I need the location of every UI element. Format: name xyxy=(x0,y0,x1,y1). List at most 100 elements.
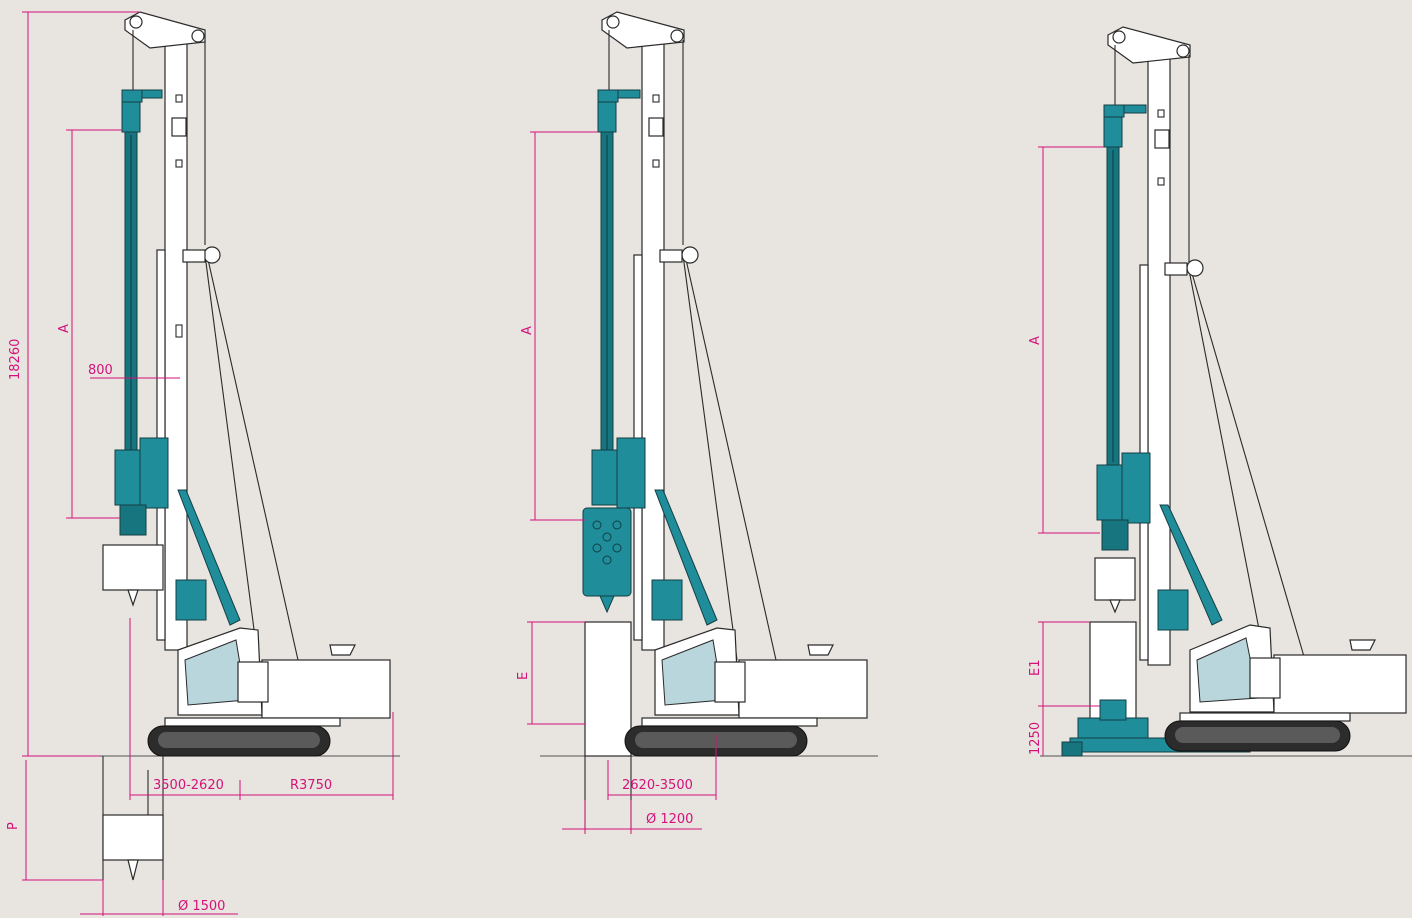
drilling-bucket xyxy=(1094,557,1136,601)
mast-stay xyxy=(684,254,777,661)
crown-block xyxy=(1107,26,1191,64)
crown-block xyxy=(601,11,685,49)
barrel-hole xyxy=(602,555,612,565)
upper-body xyxy=(738,659,868,719)
track-frame xyxy=(164,717,341,727)
oscillator xyxy=(1077,717,1149,739)
mast-hole xyxy=(175,94,183,103)
core-barrel xyxy=(582,507,632,597)
barrel-hole xyxy=(612,543,622,553)
mast-hole xyxy=(1157,177,1165,186)
kelly-spring xyxy=(119,504,147,536)
arm-joint xyxy=(651,579,683,621)
kelly-swivel xyxy=(141,89,163,99)
kelly-swivel xyxy=(617,89,641,99)
exhaust-cap xyxy=(329,644,356,656)
mast-cylinder xyxy=(654,489,718,626)
engine-hood xyxy=(237,661,269,703)
track-frame xyxy=(641,717,818,727)
barrel-hole xyxy=(592,543,602,553)
rig-left: 18260 A 800 3500-2620 R3750 P Ø 1500 xyxy=(6,11,400,916)
rotary-carriage xyxy=(1121,452,1151,524)
label-working-radius: 2620-3500 xyxy=(622,778,693,793)
bucket-tip xyxy=(127,589,139,607)
rig-middle: A E 2620-3500 Ø 1200 xyxy=(516,11,878,834)
mast-guide xyxy=(171,117,187,137)
label-diameter: Ø 1500 xyxy=(178,899,225,914)
label-stroke: A xyxy=(520,326,535,335)
label-depth: P xyxy=(6,822,21,830)
bucket-tip xyxy=(1109,599,1121,614)
casing xyxy=(584,621,632,757)
mast-guide xyxy=(1154,129,1170,149)
kelly-swivel xyxy=(1123,104,1147,114)
mast-stay xyxy=(1190,269,1306,661)
label-oscillator-height: 1250 xyxy=(1028,722,1043,755)
kelly-top xyxy=(597,89,619,103)
barrel-hole xyxy=(612,520,622,530)
sheave-bracket xyxy=(182,249,206,263)
mast-guide xyxy=(648,117,664,137)
sheave-mid xyxy=(681,246,699,264)
mast-cylinder xyxy=(177,489,241,626)
bucket-in-hole xyxy=(102,814,164,861)
sheave xyxy=(670,29,684,43)
sheave xyxy=(606,15,620,29)
rotary-carriage xyxy=(616,437,646,509)
mast-cylinder xyxy=(1159,504,1223,626)
mast-hole xyxy=(175,159,183,168)
label-stroke: A xyxy=(1028,336,1043,345)
kelly-top xyxy=(1103,104,1125,118)
mast-hole xyxy=(652,159,660,168)
label-casing-height: E xyxy=(516,672,531,680)
label-height-total: 18260 xyxy=(8,339,23,380)
oscillator-clamp xyxy=(1099,699,1127,721)
sheave-bracket xyxy=(659,249,683,263)
upper-body xyxy=(261,659,391,719)
sheave xyxy=(1176,44,1190,58)
mast-hole xyxy=(175,324,183,338)
sheave-bracket xyxy=(1164,262,1188,276)
barrel-hole xyxy=(592,520,602,530)
upper-body xyxy=(1273,654,1407,714)
mast-stay xyxy=(206,254,299,661)
kelly-top xyxy=(121,89,143,103)
track-frame xyxy=(1179,712,1351,722)
oscillator-foot xyxy=(1061,741,1083,757)
engine-hood xyxy=(714,661,746,703)
label-diameter: Ø 1200 xyxy=(646,812,693,827)
mast-stay xyxy=(1188,269,1266,661)
sheave-mid xyxy=(203,246,221,264)
bucket-tip xyxy=(127,859,139,881)
label-stroke: A xyxy=(57,324,72,333)
label-tail-radius: R3750 xyxy=(290,778,332,793)
kelly-head xyxy=(1103,116,1123,148)
barrel-tip xyxy=(599,595,615,614)
barrel-hole xyxy=(602,532,612,542)
label-offset: 800 xyxy=(88,363,113,378)
track-rollers xyxy=(158,732,320,748)
label-working-radius: 3500-2620 xyxy=(153,778,224,793)
kelly-head xyxy=(597,101,617,133)
mast-stay xyxy=(204,254,259,661)
exhaust-cap xyxy=(1349,639,1376,651)
kelly-spring xyxy=(1101,519,1129,551)
rig-right: A E1 1250 xyxy=(1028,26,1412,757)
sheave-mid xyxy=(1186,259,1204,277)
track-rollers xyxy=(1175,727,1340,743)
mast-hole xyxy=(652,94,660,103)
engine-hood xyxy=(1249,657,1281,699)
sheave xyxy=(1112,30,1126,44)
label-casing-height: E1 xyxy=(1028,660,1043,677)
arm-joint xyxy=(1157,589,1189,631)
drilling-bucket xyxy=(102,544,164,591)
mast-hole xyxy=(1157,109,1165,118)
sheave xyxy=(191,29,205,43)
arm-joint xyxy=(175,579,207,621)
exhaust-cap xyxy=(807,644,834,656)
mast-stay xyxy=(682,254,738,661)
rotary-carriage xyxy=(139,437,169,509)
kelly-head xyxy=(121,101,141,133)
sheave xyxy=(129,15,143,29)
